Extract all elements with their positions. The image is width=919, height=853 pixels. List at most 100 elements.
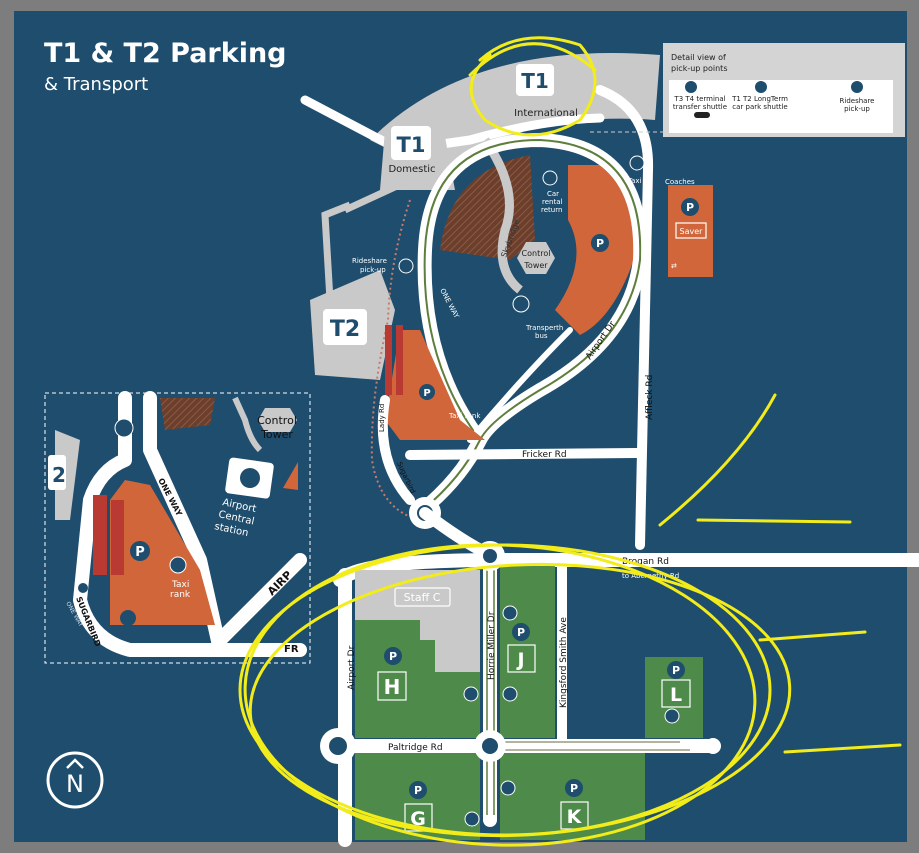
- parking-icon-label: P: [517, 626, 525, 639]
- roundabout-centre: [483, 549, 497, 563]
- fricker-rd-label: Fricker Rd: [522, 450, 567, 460]
- control-tower-label-1: Control: [522, 249, 551, 258]
- car-park-j-sign: P J: [507, 623, 536, 673]
- kingsford-smith-label: Kingsford Smith Ave: [559, 617, 569, 708]
- yellow-annotations: [238, 36, 902, 847]
- inset-map: P: [55, 391, 307, 657]
- parking-icon-label: P: [596, 237, 604, 250]
- car-rental-label-2: rental: [542, 198, 563, 206]
- terminal-access-road: [300, 95, 605, 155]
- legend-item-rideshare: Rideshare pick-up: [840, 81, 875, 113]
- saver-label: Saver: [680, 227, 704, 236]
- airport-dr-south-label: Airport Dr: [347, 645, 357, 690]
- coaches-label: Coaches: [665, 178, 695, 186]
- inset-t2-badge-text: 2: [52, 463, 66, 487]
- compass-n-label: N: [66, 770, 84, 798]
- legend-item-label: Rideshare: [840, 97, 875, 105]
- lady-rd-label: Lady Rd: [378, 404, 386, 432]
- t2-badge-text: T2: [330, 317, 360, 342]
- affleck-rd-label: Affleck Rd: [645, 375, 655, 420]
- train-icon: [512, 295, 530, 313]
- roundabout-centre: [329, 737, 347, 755]
- car-park-g-sign: P G: [404, 781, 433, 832]
- rideshare-label-1: Rideshare: [352, 257, 387, 265]
- parking-icon: [681, 198, 699, 216]
- compass-arrow-icon: [66, 758, 84, 769]
- parking-icon-label: P: [570, 782, 578, 795]
- legend-item-label: transfer shuttle: [673, 103, 727, 111]
- parking-icon-label: P: [389, 650, 397, 663]
- legend-item-label: T3 T4 terminal: [673, 95, 725, 103]
- car-park-letter: L: [670, 684, 682, 706]
- car-park-letter: K: [567, 806, 583, 828]
- car-park-h: [355, 620, 480, 738]
- fricker-rd: [405, 448, 645, 460]
- inset-t2-badge: [48, 455, 66, 490]
- parking-icon: [591, 234, 609, 252]
- transperth-bus-label: bus: [535, 332, 548, 340]
- map-subtitle: & Transport: [44, 74, 148, 95]
- shuttle-route: [419, 138, 642, 513]
- control-tower: [517, 242, 555, 274]
- legend-item-label: T1 T2 LongTerm: [731, 95, 788, 103]
- saver-sign: [675, 222, 707, 239]
- car-rental-label-3: return: [541, 206, 562, 214]
- phone-icon: [851, 81, 863, 93]
- lady-rd: [377, 395, 415, 505]
- t2-badge: [323, 309, 367, 345]
- car-park-ramp: [467, 327, 573, 443]
- car-icon: [694, 112, 710, 118]
- t1-international-badge: [516, 64, 554, 96]
- inset-control-label-1: Control: [257, 414, 297, 427]
- staff-c-label: Staff C: [404, 591, 441, 604]
- t2-parking: [385, 330, 485, 440]
- bus-icon: [755, 81, 767, 93]
- legend-item-longterm-shuttle: T1 T2 LongTerm car park shuttle: [731, 81, 788, 111]
- parking-icon-label: P: [686, 201, 694, 214]
- entry-exit-arrows: ⇄: [671, 262, 677, 270]
- car-park-h-sign: P H: [377, 647, 407, 701]
- brogan-rd-label: Brogan Rd: [622, 557, 669, 567]
- drop-off-lane: [396, 325, 403, 395]
- shuttle-route-paltridge: [500, 741, 690, 751]
- legend-item-t3t4-shuttle: T3 T4 terminal transfer shuttle: [673, 81, 727, 118]
- t1-intl-badge-text: T1: [521, 69, 549, 93]
- parking-icon: [419, 384, 435, 400]
- staff-c-area-extension: [420, 620, 480, 672]
- bus-icon: [685, 81, 697, 93]
- skybridge: [481, 137, 523, 294]
- transperth-label: Transperth: [525, 324, 563, 332]
- taxi-icon: [629, 155, 645, 171]
- parking-icon-label: P: [135, 545, 145, 560]
- roundabout-centre: [482, 738, 498, 754]
- legend-title-2: pick-up points: [671, 64, 727, 73]
- legend-item-label: car park shuttle: [732, 103, 787, 111]
- taxi-label: Taxi: [627, 177, 642, 185]
- staff-c-sign: [394, 587, 451, 607]
- car-park-l-sign: P L: [661, 661, 691, 708]
- parking-icon-label: P: [414, 784, 422, 797]
- shuttle-route-south: [486, 565, 495, 815]
- car-park-j: [500, 566, 555, 738]
- affleck-rd: [595, 85, 654, 550]
- t1-intl-label: International: [514, 108, 578, 119]
- drop-off-lane: [385, 325, 392, 395]
- inset-control-label-2: Tower: [260, 428, 293, 441]
- t1-dom-label: Domestic: [388, 164, 435, 175]
- rideshare-label-2: pick-up: [360, 266, 386, 274]
- legend-title-1: Detail view of: [671, 53, 726, 62]
- taxi-rank-label: Taxi rank: [448, 412, 481, 420]
- legend-item-label: pick-up: [844, 105, 870, 113]
- car-rental-label-1: Car: [547, 190, 559, 198]
- car-rental-icon: [542, 170, 558, 186]
- parking-icon-label: P: [672, 664, 680, 677]
- t1-dom-badge-text: T1: [397, 133, 426, 157]
- car-park-letter: H: [384, 675, 401, 699]
- rideshare-icon: [398, 258, 414, 274]
- road-end: [705, 738, 721, 754]
- shuttle-stop-icons: [463, 605, 680, 827]
- north-compass-icon: [46, 751, 104, 809]
- control-tower-label-2: Tower: [523, 261, 548, 270]
- paltridge-rd-label: Paltridge Rd: [388, 743, 443, 753]
- t2-walkway: [321, 176, 412, 301]
